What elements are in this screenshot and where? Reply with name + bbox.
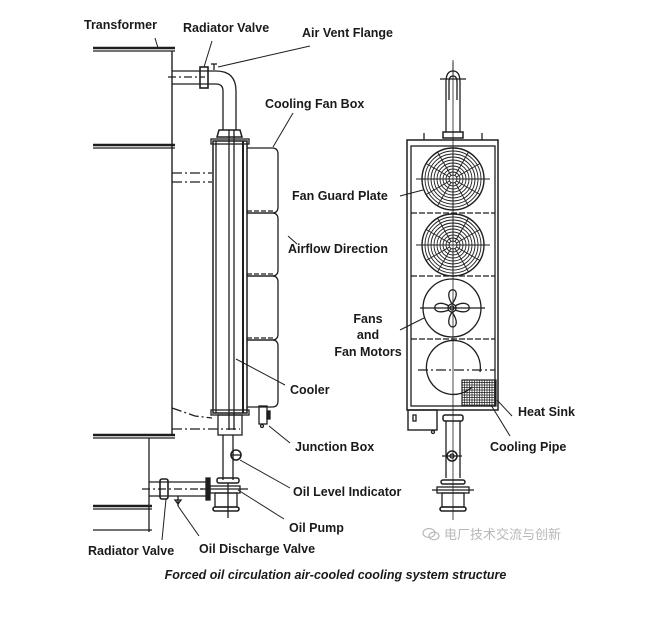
fan-guard-grille-top [416, 147, 490, 211]
wechat-icon [422, 527, 440, 541]
diagram-caption: Forced oil circulation air-cooled coolin… [164, 568, 507, 582]
label-oil-level-indicator: Oil Level Indicator [293, 485, 402, 499]
label-fans-and-motors: Fans and Fan Motors [318, 312, 418, 359]
top-pipe [168, 63, 243, 138]
label-fans-line1: Fans [353, 312, 383, 326]
label-fans-line2: and [356, 328, 380, 343]
fan-guard-grille-middle [416, 213, 490, 277]
grille-spoke [425, 180, 450, 195]
fan-motor-housing [418, 339, 495, 396]
cooling-fan-box-side [247, 147, 279, 408]
label-cooler: Cooler [290, 383, 330, 397]
transformer-tank [93, 46, 240, 532]
grille-spoke [456, 229, 481, 244]
label-cooling-pipe: Cooling Pipe [490, 440, 567, 454]
watermark-text: 电厂技术交流与创新 [444, 528, 562, 543]
label-airflow-direction: Airflow Direction [288, 242, 389, 256]
label-radiator-valve-top: Radiator Valve [183, 21, 270, 35]
cooling-pipe-front [432, 414, 474, 512]
label-cooling-fan-box: Cooling Fan Box [265, 97, 365, 111]
label-oil-discharge-valve: Oil Discharge Valve [199, 542, 316, 556]
fan-blades [420, 278, 485, 338]
watermark: 电厂技术交流与创新 [422, 524, 561, 543]
grille-spoke [454, 217, 469, 242]
grille-spoke [437, 217, 452, 242]
lower-pipe-assembly [200, 414, 248, 518]
label-fan-guard-plate: Fan Guard Plate [292, 189, 388, 203]
label-radiator-valve-bottom: Radiator Valve [88, 544, 175, 558]
label-fans-line3: Fan Motors [334, 344, 402, 359]
leader-lines [154, 37, 513, 541]
label-junction-box: Junction Box [295, 440, 375, 454]
label-air-vent-flange: Air Vent Flange [302, 26, 393, 40]
grille-spoke [425, 246, 450, 261]
label-heat-sink: Heat Sink [518, 405, 575, 419]
grille-spoke [456, 163, 481, 178]
junction-box-side [258, 405, 271, 429]
grille-spoke [437, 151, 452, 176]
heat-sink-frame [461, 379, 497, 407]
grille-spoke [456, 246, 481, 261]
radiator-valve-bottom [159, 478, 169, 500]
grille-spoke [425, 229, 450, 244]
label-transformer: Transformer [84, 18, 157, 32]
grille-spoke [437, 182, 452, 207]
oil-discharge-valve [173, 496, 183, 506]
label-oil-pump: Oil Pump [289, 521, 344, 535]
junction-box-front [407, 409, 438, 435]
grille-spoke [454, 151, 469, 176]
bottom-pipe [142, 477, 211, 506]
heat-sink [461, 379, 497, 407]
grille-spoke [454, 248, 469, 273]
grille-spoke [425, 163, 450, 178]
grille-spoke [437, 248, 452, 273]
grille-spoke [456, 180, 481, 195]
cooler-side [210, 130, 250, 430]
grille-spoke [454, 182, 469, 207]
